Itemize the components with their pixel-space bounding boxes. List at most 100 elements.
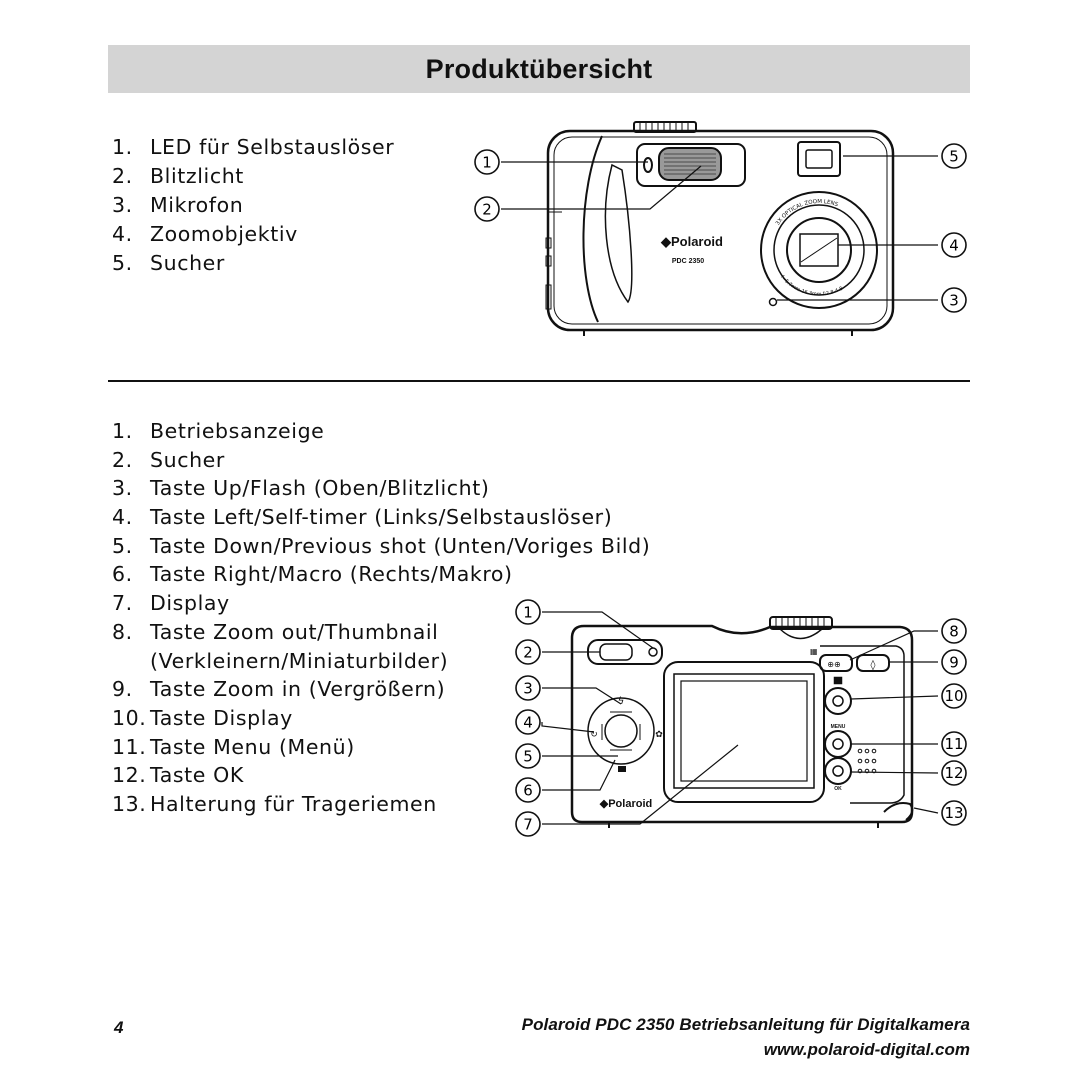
viewfinder <box>797 141 841 177</box>
svg-text:2: 2 <box>523 644 533 662</box>
item-number: 4. <box>112 222 133 246</box>
callout-2: 2 <box>474 196 500 222</box>
item-number: 8. <box>112 619 133 644</box>
item-number: 12. <box>112 763 147 788</box>
list-item: 1. Betriebsanzeige <box>112 417 650 446</box>
callout-8: 8 <box>941 618 967 644</box>
camera-body <box>570 624 914 824</box>
zoom-lens <box>760 191 878 309</box>
svg-text:5: 5 <box>949 148 959 166</box>
item-number: 10. <box>112 705 147 730</box>
strap-holder <box>883 802 914 821</box>
display-button[interactable] <box>824 687 852 715</box>
item-label: Sucher <box>150 251 225 275</box>
model-label: PDC 2350 <box>672 258 704 265</box>
item-label: Betriebsanzeige <box>150 419 325 443</box>
thumbnail-icon: ▦ <box>810 647 818 656</box>
back-parts-list: 1. Betriebsanzeige 2.Sucher 3.Taste Up/Fl… <box>112 417 650 819</box>
list-item: 10.Taste Display <box>112 704 650 733</box>
callout-3: 3 <box>515 675 541 701</box>
svg-text:10: 10 <box>944 687 963 705</box>
item-number: 3. <box>112 193 133 217</box>
list-item: 3.Taste Up/Flash (Oben/Blitzlicht) <box>112 474 650 503</box>
lcd-display <box>663 661 825 803</box>
brand-logo-back: ◆Polaroid <box>599 798 652 810</box>
item-label: LED für Selbstauslöser <box>150 135 395 159</box>
callout-4: 4 <box>515 709 541 735</box>
callout-6: 6 <box>515 777 541 803</box>
speaker-grille <box>857 748 877 774</box>
callout-4: 4 <box>941 232 967 258</box>
svg-text:5: 5 <box>523 748 533 766</box>
item-label: Taste Down/Previous shot (Unten/Voriges … <box>150 533 651 558</box>
item-label: Blitzlicht <box>150 164 244 188</box>
footer-doc-title: Polaroid PDC 2350 Betriebsanleitung für … <box>521 1015 970 1034</box>
item-label: Halterung für Trageriemen <box>150 791 437 816</box>
item-label: Taste Right/Macro (Rechts/Makro) <box>150 562 513 587</box>
list-item: 12.Taste OK <box>112 761 650 790</box>
svg-text:3: 3 <box>949 292 959 310</box>
item-label: Taste Up/Flash (Oben/Blitzlicht) <box>150 476 490 501</box>
list-item: 7. Display <box>112 589 650 618</box>
camera-body <box>546 129 895 332</box>
svg-text:6: 6 <box>523 782 533 800</box>
menu-label: MENU <box>831 724 846 730</box>
back-callouts: 1 2 3 4 5 6 7 8 9 10 11 12 13 <box>515 599 967 837</box>
list-item: 2.Sucher <box>112 446 650 475</box>
callout-1: 1 <box>515 599 541 625</box>
callout-13: 13 <box>941 800 967 826</box>
navigation-pad <box>587 697 655 765</box>
item-number: 1. <box>112 419 133 443</box>
menu-button[interactable] <box>824 730 852 758</box>
display-icon <box>833 676 843 685</box>
ok-center <box>604 714 638 748</box>
list-item: 11.Taste Menu (Menü) <box>112 733 650 762</box>
callout-11: 11 <box>941 731 967 757</box>
flash-icon <box>658 147 722 181</box>
ok-button[interactable] <box>824 757 852 785</box>
list-item: 8. Taste Zoom out/Thumbnail <box>112 618 650 647</box>
callout-12: 12 <box>941 760 967 786</box>
item-label: Taste Menu (Menü) <box>150 734 355 759</box>
svg-text:7: 7 <box>523 816 533 834</box>
list-item: 9.Taste Zoom in (Vergrößern) <box>112 675 650 704</box>
item-number: 11. <box>112 734 147 759</box>
ok-label: OK <box>834 786 842 792</box>
item-number: 7. <box>112 591 133 616</box>
item-label: Taste Display <box>150 705 293 730</box>
svg-text:1: 1 <box>482 154 492 172</box>
item-label: Display <box>150 591 230 616</box>
item-label: Mikrofon <box>150 193 244 217</box>
zoom-out-button[interactable] <box>819 654 853 672</box>
item-label: (Verkleinern/Miniaturbilder) <box>150 648 449 673</box>
item-number: 13. <box>112 791 147 816</box>
title-bar: Produktübersicht <box>108 45 970 93</box>
callout-3: 3 <box>941 287 967 313</box>
svg-text:4: 4 <box>949 237 959 255</box>
item-label: Taste Zoom out/Thumbnail <box>150 619 439 644</box>
list-item: 4. Taste Left/Self-timer (Links/Selbstaus… <box>112 503 650 532</box>
self-timer-led-icon <box>643 157 653 173</box>
zoom-in-icon: ◊ <box>871 659 876 671</box>
svg-text:12: 12 <box>944 764 963 782</box>
item-label: Sucher <box>150 447 225 472</box>
svg-text:13: 13 <box>944 804 963 822</box>
item-label: Taste Left/Self-timer (Links/Selbstauslö… <box>150 505 613 530</box>
svg-text:4: 4 <box>523 714 533 732</box>
zoom-in-button[interactable] <box>856 654 890 672</box>
status-led-icon <box>648 647 658 657</box>
callout-1: 1 <box>474 149 500 175</box>
item-number: 4. <box>112 505 133 530</box>
front-callouts: 1 2 5 4 3 <box>474 143 967 313</box>
page-number: 4 <box>114 1018 124 1037</box>
svg-text:1: 1 <box>523 604 533 622</box>
self-timer-icon: ↻ <box>590 730 598 740</box>
item-number: 5. <box>112 251 133 275</box>
item-number: 2. <box>112 164 133 188</box>
item-number: 5. <box>112 533 133 558</box>
callout-9: 9 <box>941 649 967 675</box>
list-item: 13.Halterung für Trageriemen <box>112 790 650 819</box>
svg-text:2: 2 <box>482 201 492 219</box>
svg-text:3: 3 <box>523 680 533 698</box>
